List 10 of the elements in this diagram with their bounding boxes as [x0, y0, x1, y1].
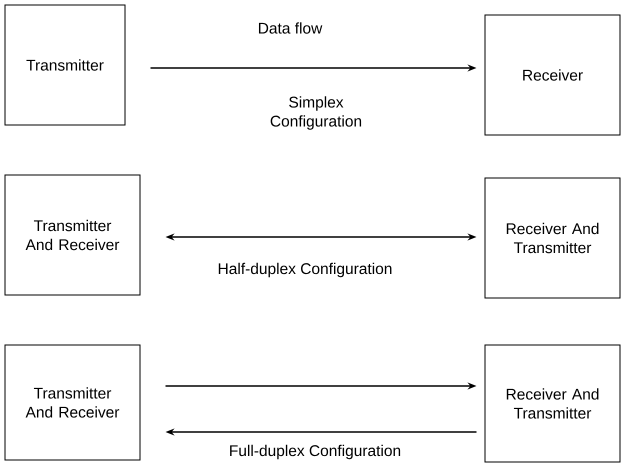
edge-label: Full-duplex Configuration — [230, 444, 400, 460]
box: Transmitter And Receiver — [4, 344, 140, 460]
box: Receiver And Transmitter — [484, 178, 620, 298]
box: Transmitter And Receiver — [4, 174, 140, 296]
box: Transmitter — [4, 4, 126, 126]
box: Receiver — [484, 14, 620, 136]
caption: Simplex Configuration — [270, 96, 362, 130]
edge-label: Half-duplex Configuration — [218, 262, 392, 278]
box: Receiver And Transmitter — [484, 344, 620, 462]
edge-label: Data flow — [258, 22, 322, 34]
